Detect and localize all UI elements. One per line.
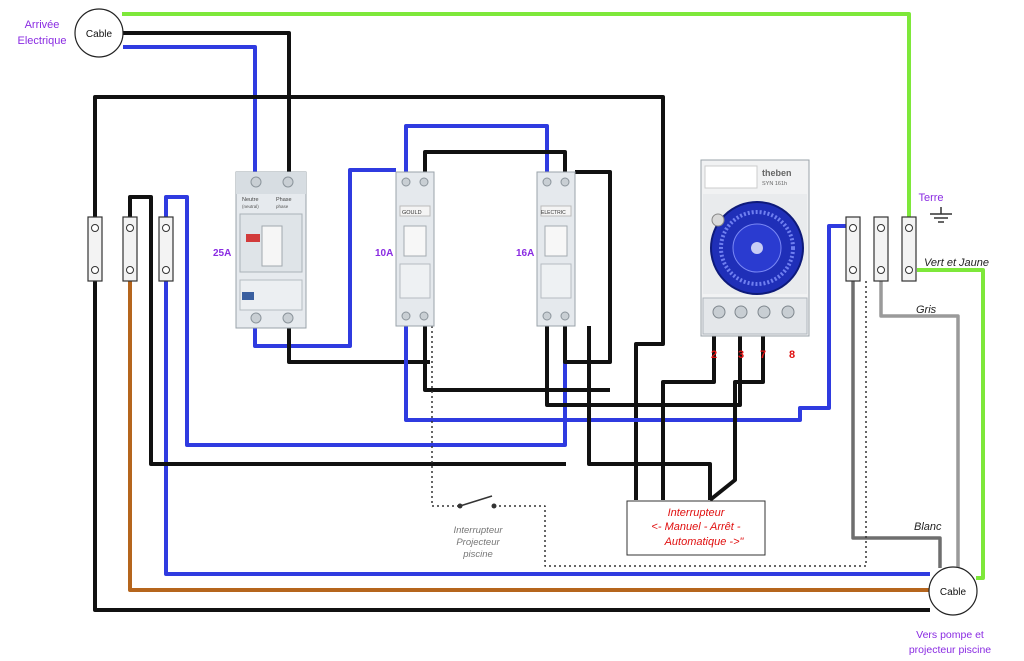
vers-pompe-label-line1: Vers pompe et [916,629,984,641]
terminal-blocks-right [845,216,917,282]
main-out-phase [287,328,430,364]
vers-pompe-label-line2: projecteur piscine [909,644,991,656]
blanc-wire [851,281,942,568]
breaker-25a-label: 25A [213,248,231,259]
terminal-blocks-left [87,216,174,282]
main-breaker-line2: (neutral) [242,204,259,209]
neutral-bottom [164,281,930,576]
phase-in-wire [123,31,291,172]
earth-wire-top [122,12,911,217]
breaker-10a-brand: GOULD [402,210,422,216]
phase-bottom-return [93,281,930,612]
b10-neutral-top [404,124,549,172]
projector-dotted-2 [494,281,867,567]
cable-in-label: Cable [86,29,113,40]
neutral-in-wire [123,45,257,172]
main-breaker-neutre-label: Neutre [242,197,259,203]
projector-dotted-1 [431,326,460,507]
gris-wire [879,281,960,568]
blanc-label: Blanc [914,521,942,533]
mode-switch-label-line2: <- Manuel - Arrêt - [651,521,740,533]
timer-term-8: 8 [789,349,795,361]
projector-switch-label-line3: piscine [462,549,493,560]
projector-switch-symbol [457,495,497,509]
breaker-16a-brand: ELECTRIC [541,210,566,216]
brown-wire [128,281,930,592]
ground-symbol-icon [930,207,952,223]
main-out-neutral [253,168,396,348]
mode-switch-label-line1: Interrupteur [668,507,726,519]
breaker-16a-label: 16A [516,248,534,259]
labels: Arrivée Electrique Terre Vers pompe et p… [18,19,992,656]
gris-label: Gris [916,304,937,316]
earth-wire-out [917,268,985,580]
projector-switch-label-line2: Projecteur [456,537,500,548]
cable-out: Cable [928,566,978,616]
mode-switch-box [626,500,766,556]
b10-phase-top [423,150,567,172]
breaker-10a: GOULD [395,171,435,327]
neutral-left-top [164,195,567,447]
b10-phase-out [423,326,610,392]
timer-term-2: 2 [711,349,717,361]
projector-switch-label-line1: Interrupteur [453,525,503,536]
arrivee-label-line2: Electrique [18,35,67,47]
timer-2 [661,336,716,500]
vert-jaune-label: Vert et Jaune [924,257,989,269]
timer-model: SYN 161h [762,181,787,187]
breaker-10a-label: 10A [375,248,393,259]
mode-switch-label-line3: Automatique ->" [664,536,745,548]
timer-theben: theben SYN 161h [700,159,810,337]
timer-brand: theben [762,168,792,178]
b16-phase-out [545,326,742,407]
devices: Neutre Phase (neutral) phase GOULD [74,8,978,616]
arrivee-label-line1: Arrivée [25,19,60,31]
cable-in: Cable [74,8,124,58]
timer-term-3: 3 [738,349,744,361]
main-breaker-phase-label: Phase [276,197,292,203]
timer-term-7: 7 [760,349,766,361]
phase-left-top [128,195,566,466]
phase-main-loop [93,95,665,500]
cable-out-label: Cable [940,587,967,598]
wires [93,12,985,612]
main-breaker-25a: Neutre Phase (neutral) phase [235,171,307,329]
timer-7 [708,336,765,502]
b10-neutral-out [404,224,846,422]
switch-return [587,326,712,500]
breaker-16a: ELECTRIC [536,171,576,327]
main-breaker-line3: phase [276,204,289,209]
b16-phase-out2 [563,170,612,364]
terre-label: Terre [918,192,943,204]
